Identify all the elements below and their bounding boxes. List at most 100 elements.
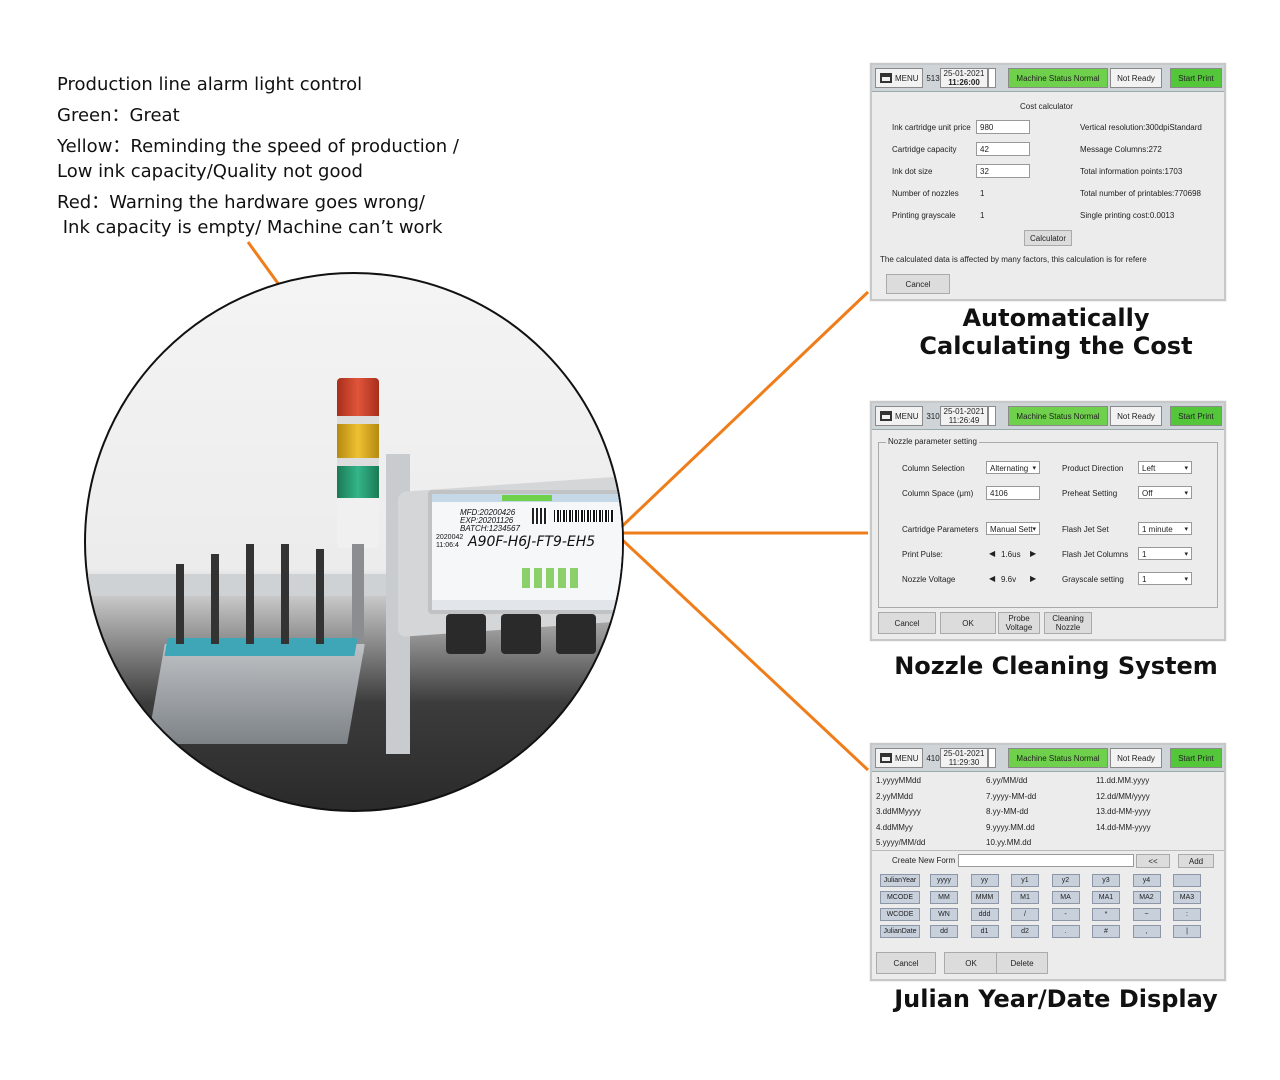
- delete-button[interactable]: Delete: [996, 952, 1048, 974]
- keypad-token-button[interactable]: .: [1051, 925, 1080, 938]
- keypad-token-button[interactable]: dd: [930, 925, 958, 938]
- menu-button[interactable]: MENU: [875, 748, 923, 768]
- decrease-pulse-button[interactable]: ◀: [989, 549, 996, 558]
- grayscale-select[interactable]: 1: [1138, 572, 1192, 586]
- grayscale-value: 1: [980, 211, 985, 220]
- product-direction-select[interactable]: Left: [1138, 461, 1192, 475]
- result-text: Total number of printables:770698: [1080, 189, 1201, 198]
- keypad-token-button[interactable]: MA: [1051, 891, 1080, 904]
- preheat-select[interactable]: Off: [1138, 486, 1192, 500]
- date-format-option[interactable]: 1.yyyyMMdd: [876, 776, 921, 785]
- keypad-token-button[interactable]: MA1: [1092, 891, 1120, 904]
- keypad-token-button[interactable]: /: [1011, 908, 1039, 921]
- keypad-token-button[interactable]: d1: [970, 925, 999, 938]
- ready-status: Not Ready: [1110, 68, 1162, 88]
- date-format-option[interactable]: 3.ddMMyyyy: [876, 807, 921, 816]
- keypad-row-button[interactable]: WCODE: [880, 908, 920, 921]
- keypad-token-button[interactable]: MA3: [1173, 891, 1201, 904]
- cost-title: Cost calculator: [1020, 102, 1073, 111]
- qr-code-icon: [532, 508, 548, 524]
- keypad-token-button[interactable]: [1173, 874, 1201, 887]
- cancel-button[interactable]: Cancel: [876, 952, 936, 974]
- column-selection-select[interactable]: Alternating: [986, 461, 1040, 475]
- start-print-button[interactable]: Start Print: [1170, 748, 1222, 768]
- keypad-token-button[interactable]: y2: [1051, 874, 1080, 887]
- date-format-option[interactable]: 13.dd-MM-yyyy: [1096, 807, 1151, 816]
- start-print-button[interactable]: Start Print: [1170, 68, 1222, 88]
- date-text: 25-01-2021: [943, 69, 985, 78]
- keypad-row-button[interactable]: JulianDate: [880, 925, 920, 938]
- counter: 513: [926, 73, 940, 83]
- cancel-button[interactable]: Cancel: [886, 274, 950, 294]
- keypad-row-button[interactable]: JulianYear: [880, 874, 920, 887]
- cancel-button[interactable]: Cancel: [878, 612, 936, 634]
- keypad-token-button[interactable]: d2: [1011, 925, 1039, 938]
- date-format-option[interactable]: 12.dd/MM/yyyy: [1096, 791, 1150, 801]
- cartridge-params-select[interactable]: Manual Sett: [986, 522, 1040, 536]
- add-button[interactable]: Add: [1178, 854, 1214, 868]
- legend-yellow-line1: Yellow：Reminding the speed of production…: [57, 136, 459, 157]
- ok-button[interactable]: OK: [940, 612, 996, 634]
- tower-red: [337, 378, 379, 416]
- menu-button[interactable]: MENU: [875, 68, 923, 88]
- date-format-option[interactable]: 9.yyyy.MM.dd: [986, 822, 1035, 832]
- param-label: Column Selection: [902, 464, 965, 473]
- keypad-token-button[interactable]: MA2: [1132, 891, 1161, 904]
- increase-pulse-button[interactable]: ▶: [1030, 549, 1037, 558]
- date-format-option[interactable]: 14.dd-MM-yyyy: [1096, 822, 1151, 832]
- keypad-token-button[interactable]: y3: [1092, 874, 1120, 887]
- keypad-token-button[interactable]: yyyy: [930, 874, 958, 887]
- decrease-voltage-button[interactable]: ◀: [989, 574, 996, 583]
- backspace-button[interactable]: <<: [1136, 854, 1170, 868]
- date-format-option[interactable]: 5.yyyy/MM/dd: [876, 838, 926, 847]
- keypad-token-button[interactable]: ~: [1132, 908, 1161, 921]
- keypad-token-button[interactable]: yy: [970, 874, 999, 887]
- date-format-option[interactable]: 6.yy/MM/dd: [986, 776, 1028, 785]
- create-form-label: Create New Form: [892, 856, 956, 865]
- date-format-option[interactable]: 4.ddMMyy: [876, 822, 913, 832]
- calculator-button[interactable]: Calculator: [1024, 230, 1072, 246]
- keypad-token-button[interactable]: MM: [930, 891, 958, 904]
- create-form-input[interactable]: [958, 854, 1134, 867]
- increase-voltage-button[interactable]: ▶: [1030, 574, 1037, 583]
- keypad-token-button[interactable]: M1: [1011, 891, 1039, 904]
- cleaning-nozzle-button[interactable]: Cleaning Nozzle: [1044, 612, 1092, 634]
- keypad-token-button[interactable]: y4: [1132, 874, 1161, 887]
- start-print-button[interactable]: Start Print: [1170, 406, 1222, 426]
- keypad-token-button[interactable]: MMM: [970, 891, 999, 904]
- keypad-token-button[interactable]: |: [1173, 925, 1201, 938]
- dot-size-input[interactable]: 32: [976, 164, 1030, 178]
- keypad-token-button[interactable]: *: [1092, 908, 1120, 921]
- flash-jet-columns-select[interactable]: 1: [1138, 547, 1192, 561]
- menu-button[interactable]: MENU: [875, 406, 923, 426]
- param-label: Grayscale setting: [1062, 575, 1124, 584]
- probe-voltage-button[interactable]: Probe Voltage: [998, 612, 1040, 634]
- keypad-token-button[interactable]: #: [1092, 925, 1120, 938]
- date-format-option[interactable]: 2.yyMMdd: [876, 791, 913, 801]
- ok-button[interactable]: OK: [944, 952, 998, 974]
- date-format-option[interactable]: 8.yy-MM-dd: [986, 807, 1029, 816]
- capacity-input[interactable]: 42: [976, 142, 1030, 156]
- printer-photo: MFD:20200426 EXP:20201126 BATCH:1234567 …: [84, 272, 624, 812]
- legend-red-line1: Red：Warning the hardware goes wrong/: [57, 192, 425, 213]
- keypad-token-button[interactable]: ,: [1132, 925, 1161, 938]
- keypad-token-button[interactable]: y1: [1011, 874, 1039, 887]
- home-icon: [880, 73, 892, 83]
- date-format-option[interactable]: 7.yyyy-MM-dd: [986, 791, 1037, 801]
- keypad-token-button[interactable]: -: [1051, 908, 1080, 921]
- signal-icon: [988, 406, 996, 426]
- column-space-input[interactable]: 4106: [986, 486, 1040, 500]
- keypad-row-button[interactable]: MCODE: [880, 891, 920, 904]
- printer-screen: MFD:20200426 EXP:20201126 BATCH:1234567 …: [428, 490, 622, 614]
- keypad-token-button[interactable]: :: [1173, 908, 1201, 921]
- row-label: Cartridge capacity: [892, 145, 957, 154]
- date-format-option[interactable]: 10.yy.MM.dd: [986, 838, 1032, 847]
- flash-jet-set-select[interactable]: 1 minute: [1138, 522, 1192, 536]
- date-format-option[interactable]: 11.dd.MM.yyyy: [1096, 776, 1150, 785]
- keypad-token-button[interactable]: ddd: [970, 908, 999, 921]
- keypad-token-button[interactable]: WN: [930, 908, 958, 921]
- row-label: Ink dot size: [892, 167, 933, 176]
- unit-price-input[interactable]: 980: [976, 120, 1030, 134]
